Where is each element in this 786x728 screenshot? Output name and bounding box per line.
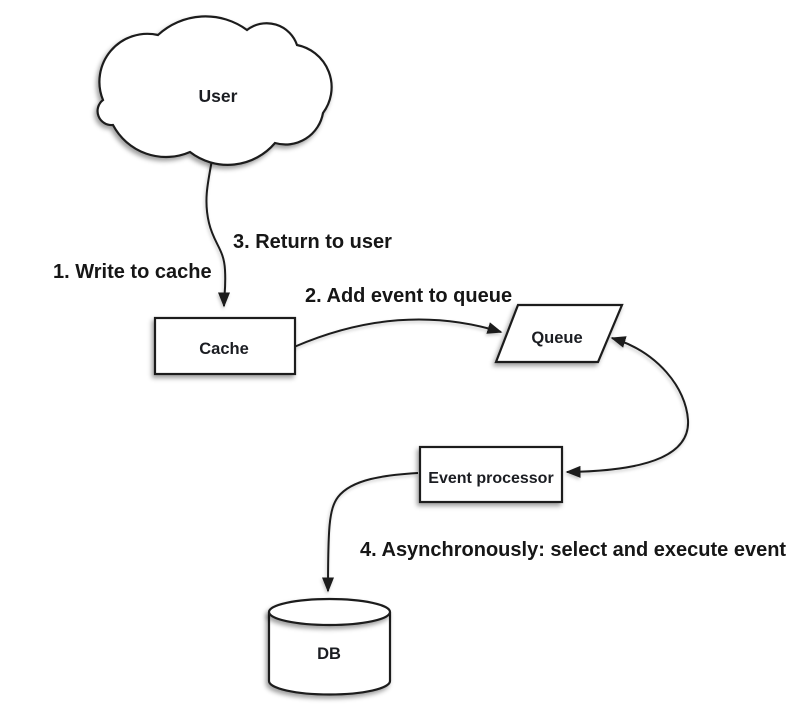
- event-processor-box: [418, 445, 564, 504]
- connector-event-processor-to-db: [322, 472, 419, 593]
- db-cylinder-top: [267, 597, 392, 627]
- queue-parallelogram: [494, 303, 624, 364]
- db-cylinder-body: [267, 612, 392, 696]
- connector-user-to-cache: [205, 159, 231, 308]
- node-queue: Queue: [494, 303, 624, 364]
- node-event-processor: Event processor: [418, 445, 564, 504]
- queue-label: Queue: [531, 329, 582, 347]
- user-label: User: [199, 86, 238, 106]
- connector-cache-to-queue: [293, 318, 503, 348]
- annotation-step4: 4. Asynchronously: select and execute ev…: [360, 539, 786, 561]
- cache-label: Cache: [199, 340, 249, 358]
- node-db: DB: [267, 597, 392, 696]
- connector-queue-event-processor: [565, 336, 690, 478]
- node-cache: Cache: [153, 316, 297, 376]
- annotation-step3: 3. Return to user: [233, 231, 392, 253]
- annotation-step2: 2. Add event to queue: [305, 285, 512, 307]
- db-label: DB: [317, 645, 341, 663]
- node-user: User: [96, 15, 333, 166]
- annotation-step1: 1. Write to cache: [53, 261, 212, 283]
- event-processor-label: Event processor: [428, 470, 553, 487]
- cache-box: [153, 316, 297, 376]
- cloud-shape: [96, 15, 333, 166]
